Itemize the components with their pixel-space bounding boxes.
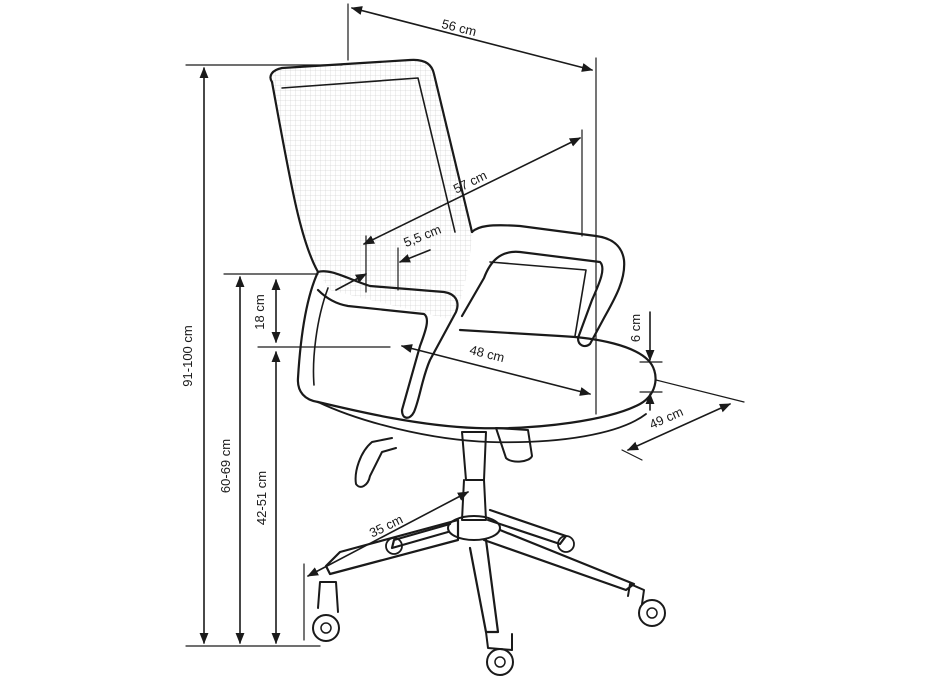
dim-line-56cm [350,6,594,72]
backrest-mesh [270,59,472,320]
seat [316,328,657,430]
label-seat-depth: 49 cm [647,404,685,432]
label-backrest-lower: 18 cm [252,294,267,329]
label-seat-height: 42-51 cm [254,471,269,525]
label-total-height: 91-100 cm [180,325,195,386]
dim-line-49cm [626,403,732,451]
dim-line-48cm [400,344,592,396]
dim-line-35cm [307,491,469,577]
dimension-lines [185,3,745,647]
label-seat-width: 48 cm [468,342,506,365]
armrest-left [316,270,459,419]
dim-line-57cm [362,137,582,245]
chair-illustration [269,58,666,676]
armrest-right [460,224,626,348]
gas-lift [461,431,487,521]
label-armrest-height: 60-69 cm [218,439,233,493]
seat-lever [354,437,397,488]
label-seat-thickness: 6 cm [628,314,643,342]
